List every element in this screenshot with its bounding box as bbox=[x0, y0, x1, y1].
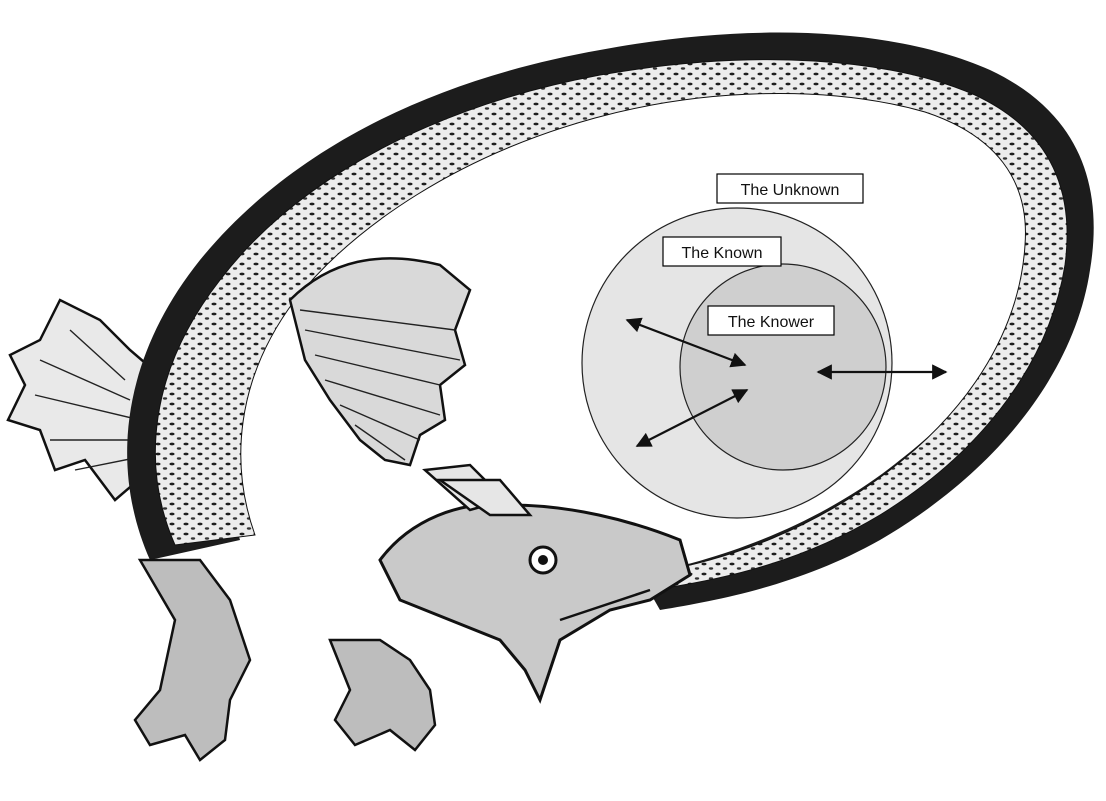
front-leg-icon bbox=[135, 560, 250, 760]
knower-circle bbox=[680, 264, 886, 470]
label-known-text: The Known bbox=[682, 245, 763, 262]
hind-leg-icon bbox=[330, 640, 435, 750]
ouroboros-dragon-icon bbox=[8, 33, 1094, 760]
dragon-head-icon bbox=[380, 504, 690, 700]
label-knower-text: The Knower bbox=[728, 314, 815, 331]
label-unknown: The Unknown bbox=[717, 174, 863, 203]
knowledge-diagram: The Unknown The Known The Knower bbox=[582, 174, 946, 518]
label-knower: The Knower bbox=[708, 306, 834, 335]
label-unknown-text: The Unknown bbox=[741, 182, 840, 199]
pupil-icon bbox=[538, 555, 548, 565]
label-known: The Known bbox=[663, 237, 781, 266]
wing-icon bbox=[290, 258, 470, 465]
